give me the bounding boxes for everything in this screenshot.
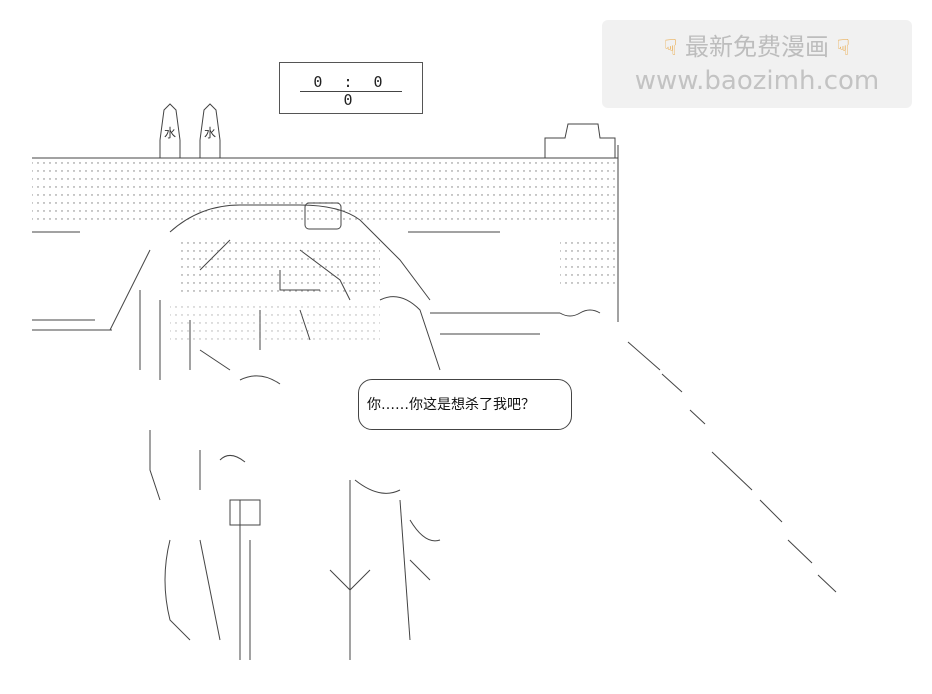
watermark-url: www.baozimh.com <box>634 66 880 96</box>
dialogue-text: 你……你这是想杀了我吧？ <box>367 397 535 413</box>
pointing-hand-icon: ☟ <box>663 36 678 61</box>
shading <box>180 240 380 296</box>
watermark-title: 最新免费漫画 <box>685 33 829 61</box>
bottle-label-left: 水 <box>164 126 177 140</box>
legs <box>149 430 441 660</box>
pointing-hand-icon: ☟ <box>836 36 851 61</box>
counter <box>32 145 619 335</box>
slash-lines <box>627 341 837 593</box>
watermark: ☟ 最新免费漫画 ☟ www.baozimh.com <box>602 20 912 108</box>
shading-2 <box>170 300 380 340</box>
watermark-title-row: ☟ 最新免费漫画 ☟ <box>602 32 912 64</box>
speech-bubble: 你……你这是想杀了我吧？ <box>358 379 572 430</box>
bottles <box>159 103 616 158</box>
clock-time: 0 : 0 0 <box>300 73 402 109</box>
clock-display: 0 : 0 0 <box>279 62 423 114</box>
bottle-label-right: 水 <box>204 126 217 140</box>
